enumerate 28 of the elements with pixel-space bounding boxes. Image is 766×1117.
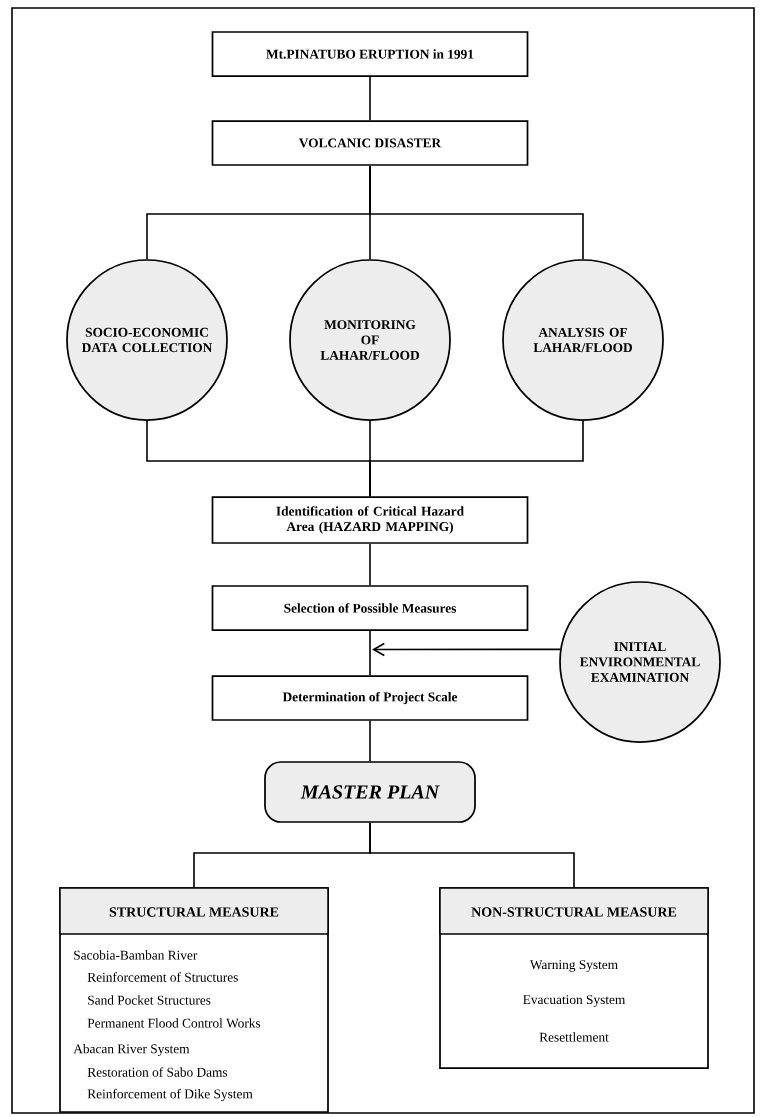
connector-line <box>369 630 371 676</box>
box-heading: NON-STRUCTURAL MEASURE <box>471 907 677 917</box>
measure-box <box>59 887 329 1113</box>
list-item: Evacuation System <box>523 995 626 1007</box>
list-item: Sand Pocket Structures <box>88 995 211 1005</box>
process-box: Selection of Possible Measures <box>211 585 529 631</box>
list-item: Permanent Flood Control Works <box>87 1018 261 1028</box>
list-item: Reinforcement of Structures <box>87 972 238 982</box>
connector-line <box>369 720 371 762</box>
list-item: Reinforcement of Dike System <box>87 1088 253 1102</box>
list-item: Warning System <box>529 960 618 972</box>
list-item: Abacan River System <box>73 1043 190 1057</box>
connector-line <box>369 76 371 121</box>
box-heading: STRUCTURAL MEASURE <box>109 907 279 917</box>
measure-box <box>439 887 709 1069</box>
plan-box: MASTER PLAN <box>264 761 476 823</box>
list-item: Resettlement <box>539 1032 609 1042</box>
arrow <box>372 642 561 657</box>
process-box: Determination of Project Scale <box>211 675 529 721</box>
connector-line <box>369 822 575 888</box>
process-box: VOLCANIC DISASTER <box>211 120 529 166</box>
list-item: Sacobia-Bamban River <box>74 950 198 960</box>
connector-line <box>369 165 584 260</box>
connector-line <box>369 420 584 497</box>
list-item: Restoration of Sabo Dams <box>87 1067 228 1077</box>
connector-line <box>369 543 371 586</box>
process-box: Mt.PINATUBO ERUPTION in 1991 <box>211 31 529 77</box>
process-box: Identification of Critical Hazard Area (HAZARD MAPPING) <box>211 496 529 544</box>
